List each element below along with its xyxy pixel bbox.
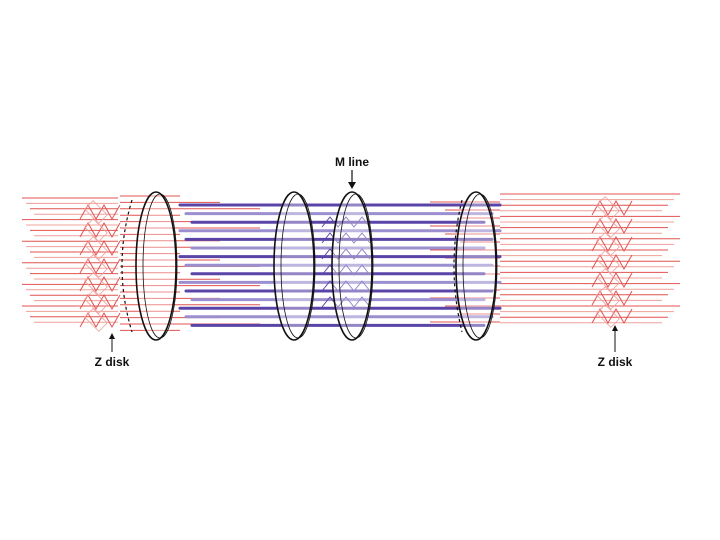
z-disk-arrow-left <box>109 333 115 352</box>
m-line-arrow <box>348 170 356 189</box>
z-disk-label-left: Z disk <box>95 355 130 369</box>
z-lattice-cell <box>597 251 620 274</box>
z-lattice-cell <box>85 237 108 260</box>
z-lattice-cell <box>85 291 108 314</box>
a-band-disk-right <box>456 192 496 340</box>
z-disk-left <box>136 192 176 340</box>
z-lattice-cell <box>85 309 108 332</box>
z-disk-arrow-right <box>612 325 618 352</box>
m-line-label: M line <box>335 155 369 169</box>
m-line-disk <box>332 192 372 340</box>
z-lattice-cell <box>597 305 620 328</box>
a-band-disk-left <box>274 192 314 340</box>
z-disk-label-right: Z disk <box>598 355 633 369</box>
